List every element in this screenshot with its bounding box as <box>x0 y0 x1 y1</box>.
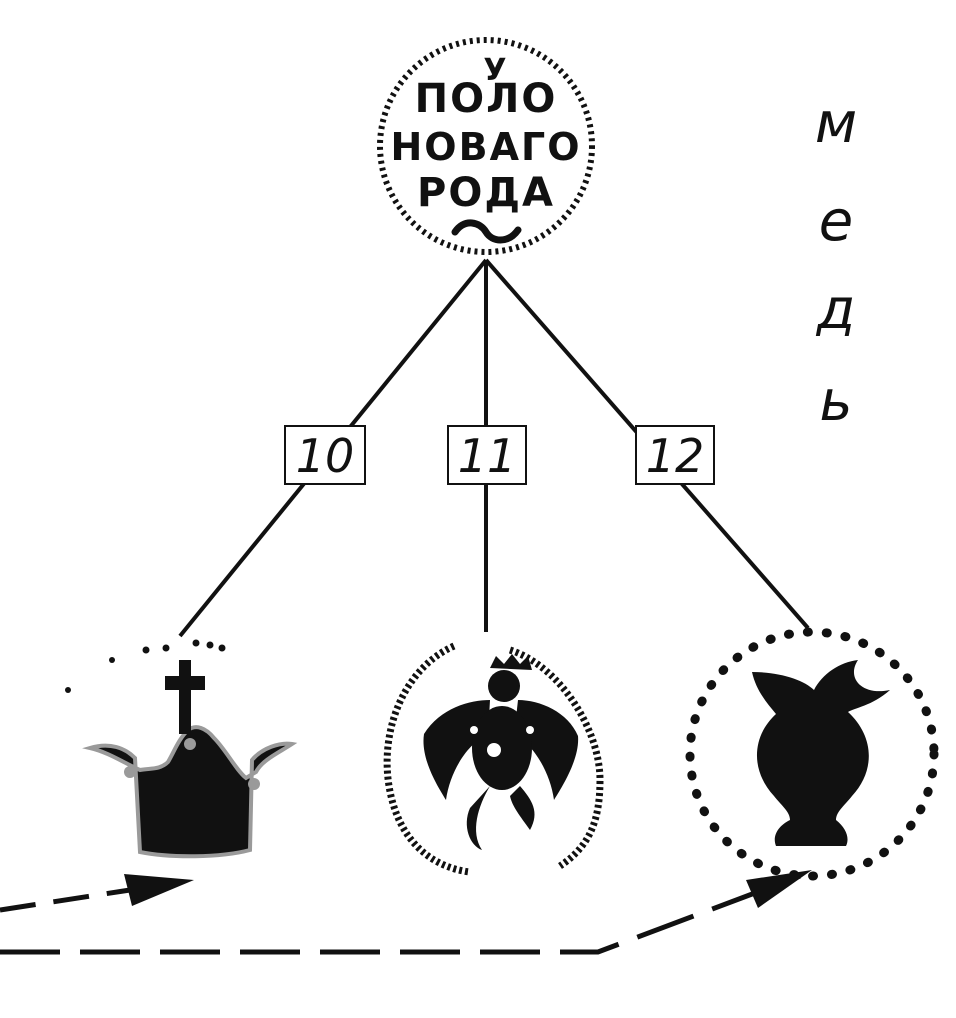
coin-legend-line-3: РОДА <box>417 170 555 216</box>
label-box-10: 10 <box>284 425 366 485</box>
crown-icon <box>82 660 298 859</box>
coin-legend-line-1: ПОЛО <box>415 76 558 122</box>
top-coin-border <box>377 37 595 255</box>
label-box-11-text: 11 <box>458 429 517 483</box>
top-coin: У ПОЛО НОВАГО РОДА <box>377 37 595 255</box>
vertical-letter-3: д <box>816 277 856 342</box>
crown-coin <box>65 639 298 859</box>
arrowheads <box>124 870 812 908</box>
arrowhead-vase <box>746 870 812 908</box>
label-box-10-text: 10 <box>296 429 355 483</box>
vertical-word: м е д ь <box>815 91 857 434</box>
dashed-arrow-to-crown <box>0 879 183 913</box>
label-box-12-text: 12 <box>646 429 705 483</box>
coin-scroll-ornament <box>451 219 522 244</box>
vertical-letter-4: ь <box>819 369 852 434</box>
vertical-letter-2: е <box>819 189 853 254</box>
crown-coin-border-dots <box>65 639 226 693</box>
eagle-icon <box>423 654 579 850</box>
vase-coin <box>685 627 939 881</box>
eagle-coin <box>383 642 604 876</box>
label-box-11: 11 <box>447 425 527 485</box>
eagle-coin-border-right <box>508 646 604 869</box>
vase-icon <box>752 660 890 846</box>
coin-legend-line-2: НОВАГО <box>391 125 582 169</box>
bottom-arrows <box>0 873 801 955</box>
coin-ornament-letter: У <box>483 53 508 88</box>
vase-coin-border <box>685 627 939 881</box>
dashed-arrow-to-vase <box>0 873 801 955</box>
label-box-12: 12 <box>635 425 715 485</box>
arrowhead-crown <box>124 874 194 906</box>
vertical-letter-1: м <box>815 91 857 156</box>
